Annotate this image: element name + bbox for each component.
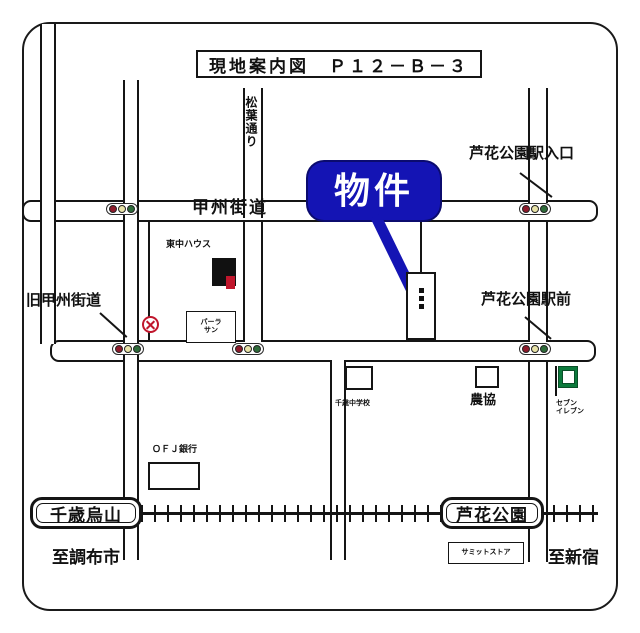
building-chitose-junior-high — [345, 366, 373, 390]
signal-bulb-green — [253, 345, 261, 353]
poi-summit-store: サミットストア — [448, 542, 524, 564]
property-callout[interactable]: 物件 — [308, 162, 440, 220]
label-matsuba-dori: 松葉通り — [244, 96, 258, 148]
label-chitose-junior-high: 千歳中学校 — [335, 400, 370, 407]
signal-bulb-green — [540, 205, 548, 213]
label-seven-eleven: セブン イレブン — [556, 400, 584, 416]
signal-bulb-red — [235, 345, 243, 353]
signal-bulb-red — [115, 345, 123, 353]
label-noukyou: 農協 — [470, 392, 497, 407]
map-title-text: 現地案内図 Ｐ１２－Ｂ－３ — [209, 56, 469, 76]
signal-bulb-green — [540, 345, 548, 353]
road-vertical-east-lower — [528, 362, 548, 562]
road-matsuba-dori — [243, 88, 263, 218]
poi-summit-store-label: サミットストア — [461, 548, 511, 556]
signal-bulb-green — [127, 205, 135, 213]
railway-track-east — [540, 512, 598, 515]
traffic-signal-old-koshu-east — [519, 343, 551, 355]
property-callout-label: 物件 — [333, 170, 414, 211]
building-ofj-bank — [148, 462, 200, 490]
station-chitose-karasuyama-label: 千歳烏山 — [36, 503, 136, 525]
traffic-signal-old-koshu-west — [112, 343, 144, 355]
poi-parlor-sun-label: パーラ サン — [200, 318, 222, 334]
traffic-signal-old-koshu-center — [232, 343, 264, 355]
map-title-box: 現地案内図 Ｐ１２－Ｂ－３ — [196, 50, 482, 78]
signal-bulb-red — [522, 205, 530, 213]
road-connector-east — [420, 222, 422, 286]
label-koshu-kaido: 甲州街道 — [192, 198, 268, 217]
road-vertical-center-upper — [243, 222, 263, 342]
signal-bulb-red — [109, 205, 117, 213]
signal-bulb-green — [133, 345, 141, 353]
label-ofj-bank: ＯＦＪ銀行 — [152, 444, 198, 454]
railway-track — [128, 512, 528, 515]
label-direction-shinjuku: 至新宿 — [548, 548, 599, 567]
road-vertical-east-upper — [528, 88, 548, 203]
road-old-koshu-kaido — [50, 340, 596, 362]
label-roka-koen-station-entrance: 芦花公園駅入口 — [469, 145, 575, 162]
signal-bulb-red — [522, 345, 530, 353]
road-connector-west — [148, 222, 150, 342]
road-vertical-east-mid — [528, 222, 548, 342]
label-old-koshu-kaido: 旧甲州街道 — [26, 292, 102, 309]
signal-bulb-yellow — [531, 345, 539, 353]
property-building[interactable] — [406, 272, 436, 340]
signal-bulb-yellow — [118, 205, 126, 213]
poi-parlor-sun: パーラ サン — [186, 311, 236, 343]
seven-eleven-sign-pane — [561, 370, 575, 384]
road-vertical-west-outer — [40, 24, 56, 344]
traffic-signal-koshu-west — [106, 203, 138, 215]
station-roka-koen[interactable]: 芦花公園 — [440, 497, 544, 529]
road-vertical-west — [123, 80, 139, 560]
signal-bulb-yellow — [531, 205, 539, 213]
label-higashinaka-house: 東中ハウス — [166, 239, 212, 249]
no-entry-icon — [142, 316, 159, 333]
road-vertical-center-lower — [330, 360, 346, 560]
label-roka-koen-station-front: 芦花公園駅前 — [481, 291, 572, 308]
station-chitose-karasuyama[interactable]: 千歳烏山 — [30, 497, 142, 529]
traffic-signal-koshu-east — [519, 203, 551, 215]
signal-bulb-yellow — [124, 345, 132, 353]
station-roka-koen-label: 芦花公園 — [446, 503, 538, 525]
building-noukyou — [475, 366, 499, 388]
label-direction-chofu: 至調布市 — [52, 548, 120, 567]
property-building-dots — [416, 288, 426, 309]
seven-eleven-sign-icon — [558, 366, 578, 388]
seven-eleven-sign-pole — [555, 366, 557, 396]
signal-bulb-yellow — [244, 345, 252, 353]
building-marker-red — [226, 276, 235, 289]
